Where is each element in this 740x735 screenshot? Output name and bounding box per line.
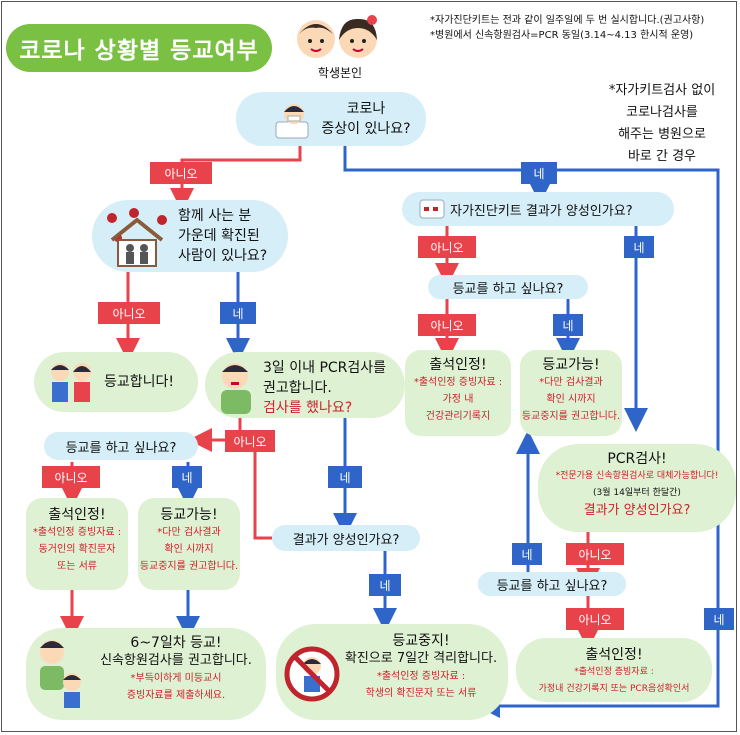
sick-family-icon xyxy=(36,636,84,710)
yes-tag: 네 xyxy=(704,608,734,630)
yes-tag: 네 xyxy=(521,162,557,184)
pcr-within-node: 3일 이내 PCR검사를 권고합니다. 검사를 했나요? xyxy=(205,352,405,418)
pcr-note: *전문가용 신속항원검사로 대체가능합니다! xyxy=(538,468,736,485)
attend-right-title: 출석인정! xyxy=(516,646,712,664)
side-note-line: 해주는 병원으로 xyxy=(592,124,732,146)
no-tag: 아니오 xyxy=(150,162,212,184)
start-question: 코로나 증상이 있나요? xyxy=(316,99,416,139)
side-note-line: *자가키트검사 없이 xyxy=(592,80,732,102)
yes-tag: 네 xyxy=(220,302,256,324)
start-question-line: 증상이 있나요? xyxy=(316,119,416,139)
attend-mid-node: 출석인정! *출석인정 증빙자료 : 가정 내 건강관리기록지 xyxy=(405,350,511,436)
result-positive-node: 결과가 양성인가요? xyxy=(272,525,420,551)
day67-text: 6~7일차 등교! 신속항원검사를 권고합니다. *부득이하게 미등교시 증빙자… xyxy=(88,634,264,704)
side-note-line: 바로 간 경우 xyxy=(592,146,732,168)
start-node: 코로나 증상이 있나요? xyxy=(236,92,426,146)
header-notes: *자가진단키트는 전과 같이 일주일에 두 번 실시합니다.(권고사항) *병원… xyxy=(430,13,735,43)
family-question: 함께 사는 분 가운데 확진된 사람이 있나요? xyxy=(178,206,286,266)
stop-text: 등교중지! 확진으로 7일간 격리합니다. *출석인정 증빙자료 : 학생의 확… xyxy=(336,632,506,702)
attend-left-note: *출석인정 증빙자료 : xyxy=(26,524,128,541)
yes-tag: 네 xyxy=(328,466,362,488)
no-tag: 아니오 xyxy=(418,314,476,336)
possible-left-title: 등교가능! xyxy=(138,506,240,524)
side-note-line: 코로나검사를 xyxy=(592,102,732,124)
kit-node: 자가진단키트 결과가 양성인가요? xyxy=(402,192,674,226)
two-students-icon xyxy=(46,360,96,406)
pcr-within-line: 3일 이내 PCR검사를 xyxy=(263,358,403,378)
sick-adult-icon xyxy=(213,360,259,414)
student-label: 학생본인 xyxy=(300,64,380,81)
students-icon xyxy=(294,14,384,62)
no-tag: 아니오 xyxy=(566,608,624,630)
day67-sub: 신속항원검사를 권고합니다. xyxy=(88,652,264,670)
attend-right-note: *출석인정 증빙자료 : xyxy=(516,664,712,681)
attend-right-note: 가정내 건강기록지 또는 PCR음성확인서 xyxy=(516,681,712,698)
family-question-line: 사람이 있나요? xyxy=(178,246,286,266)
attend-mid-note: 가정 내 xyxy=(405,391,511,408)
no-tag: 아니오 xyxy=(418,236,476,258)
want-school-mid: 등교를 하고 싶나요? xyxy=(428,275,588,299)
no-tag: 아니오 xyxy=(566,543,624,565)
possible-mid-title: 등교가능! xyxy=(520,356,622,374)
no-tag: 아니오 xyxy=(42,466,100,488)
stop-note: 학생의 확진문자 또는 서류 xyxy=(336,685,506,702)
pcr-within-line: 권고합니다. xyxy=(263,378,403,398)
pcr-within-text: 3일 이내 PCR검사를 권고합니다. 검사를 했나요? xyxy=(263,358,403,418)
yes-tag: 네 xyxy=(624,236,654,258)
no-tag: 아니오 xyxy=(225,430,275,452)
stop-sub: 확진으로 7일간 격리합니다. xyxy=(336,650,506,668)
day67-title: 6~7일차 등교! xyxy=(88,634,264,652)
possible-left-note: *다만 검사결과 xyxy=(138,524,240,541)
no-entry-student-icon xyxy=(284,646,340,702)
go-school-node: 등교합니다! xyxy=(34,352,198,412)
possible-mid-note: 등교중지를 권고합니다. xyxy=(520,408,622,425)
attend-left-note: 동거인의 확진문자 xyxy=(26,541,128,558)
family-question-line: 가운데 확진된 xyxy=(178,226,286,246)
day67-node: 6~7일차 등교! 신속항원검사를 권고합니다. *부득이하게 미등교시 증빙자… xyxy=(26,628,266,720)
house-family-icon xyxy=(104,208,170,268)
kit-question: 자가진단키트 결과가 양성인가요? xyxy=(450,200,670,219)
page-title: 코로나 상황별 등교여부 xyxy=(6,24,272,72)
attend-mid-title: 출석인정! xyxy=(405,356,511,374)
possible-left-note: 확인 시까지 xyxy=(138,541,240,558)
possible-mid-node: 등교가능! *다만 검사결과 확인 시까지 등교중지를 권고합니다. xyxy=(520,350,622,436)
sick-student-icon xyxy=(274,100,314,140)
pcr-question: 결과가 양성인가요? xyxy=(538,502,736,520)
start-question-line: 코로나 xyxy=(316,99,416,119)
day67-note: 증빙자료를 제출하세요. xyxy=(88,687,264,704)
attend-left-title: 출석인정! xyxy=(26,506,128,524)
stop-title: 등교중지! xyxy=(336,632,506,650)
header-note-kit: *자가진단키트는 전과 같이 일주일에 두 번 실시합니다.(권고사항) xyxy=(430,13,735,28)
want-school-right: 등교를 하고 싶나요? xyxy=(478,572,626,596)
yes-tag: 네 xyxy=(553,314,583,336)
stop-note: *출석인정 증빙자료 : xyxy=(336,668,506,685)
attend-left-node: 출석인정! *출석인정 증빙자료 : 동거인의 확진문자 또는 서류 xyxy=(26,498,128,590)
attend-mid-note: 건강관리기록지 xyxy=(405,408,511,425)
attend-mid-note: *출석인정 증빙자료 : xyxy=(405,374,511,391)
go-school-text: 등교합니다! xyxy=(104,372,194,392)
yes-tag: 네 xyxy=(172,466,202,488)
no-tag: 아니오 xyxy=(98,302,160,324)
day67-note: *부득이하게 미등교시 xyxy=(88,670,264,687)
stop-node: 등교중지! 확진으로 7일간 격리합니다. *출석인정 증빙자료 : 학생의 확… xyxy=(276,624,508,720)
possible-left-node: 등교가능! *다만 검사결과 확인 시까지 등교중지를 권고합니다. xyxy=(138,498,240,590)
attend-right-node: 출석인정! *출석인정 증빙자료 : 가정내 건강기록지 또는 PCR음성확인서 xyxy=(516,638,712,702)
yes-tag: 네 xyxy=(512,543,542,565)
pcr-done-question: 검사를 했나요? xyxy=(263,398,403,418)
attend-left-note: 또는 서류 xyxy=(26,558,128,575)
pcr-title: PCR검사! xyxy=(538,450,736,468)
family-question-line: 함께 사는 분 xyxy=(178,206,286,226)
pcr-note: (3월 14일부터 한달간) xyxy=(538,485,736,502)
possible-mid-note: 확인 시까지 xyxy=(520,391,622,408)
test-kit-icon xyxy=(418,196,446,222)
side-note: *자가키트검사 없이 코로나검사를 해주는 병원으로 바로 간 경우 xyxy=(592,80,732,168)
pcr-node: PCR검사! *전문가용 신속항원검사로 대체가능합니다! (3월 14일부터 … xyxy=(538,444,736,532)
family-node: 함께 사는 분 가운데 확진된 사람이 있나요? xyxy=(92,200,288,272)
possible-left-note: 등교중지를 권고합니다. xyxy=(138,558,240,575)
possible-mid-note: *다만 검사결과 xyxy=(520,374,622,391)
header-note-hospital: *병원에서 신속항원검사=PCR 동일(3.14~4.13 한시적 운영) xyxy=(430,28,735,43)
want-school-left: 등교를 하고 싶나요? xyxy=(44,432,198,460)
yes-tag: 네 xyxy=(369,574,401,596)
